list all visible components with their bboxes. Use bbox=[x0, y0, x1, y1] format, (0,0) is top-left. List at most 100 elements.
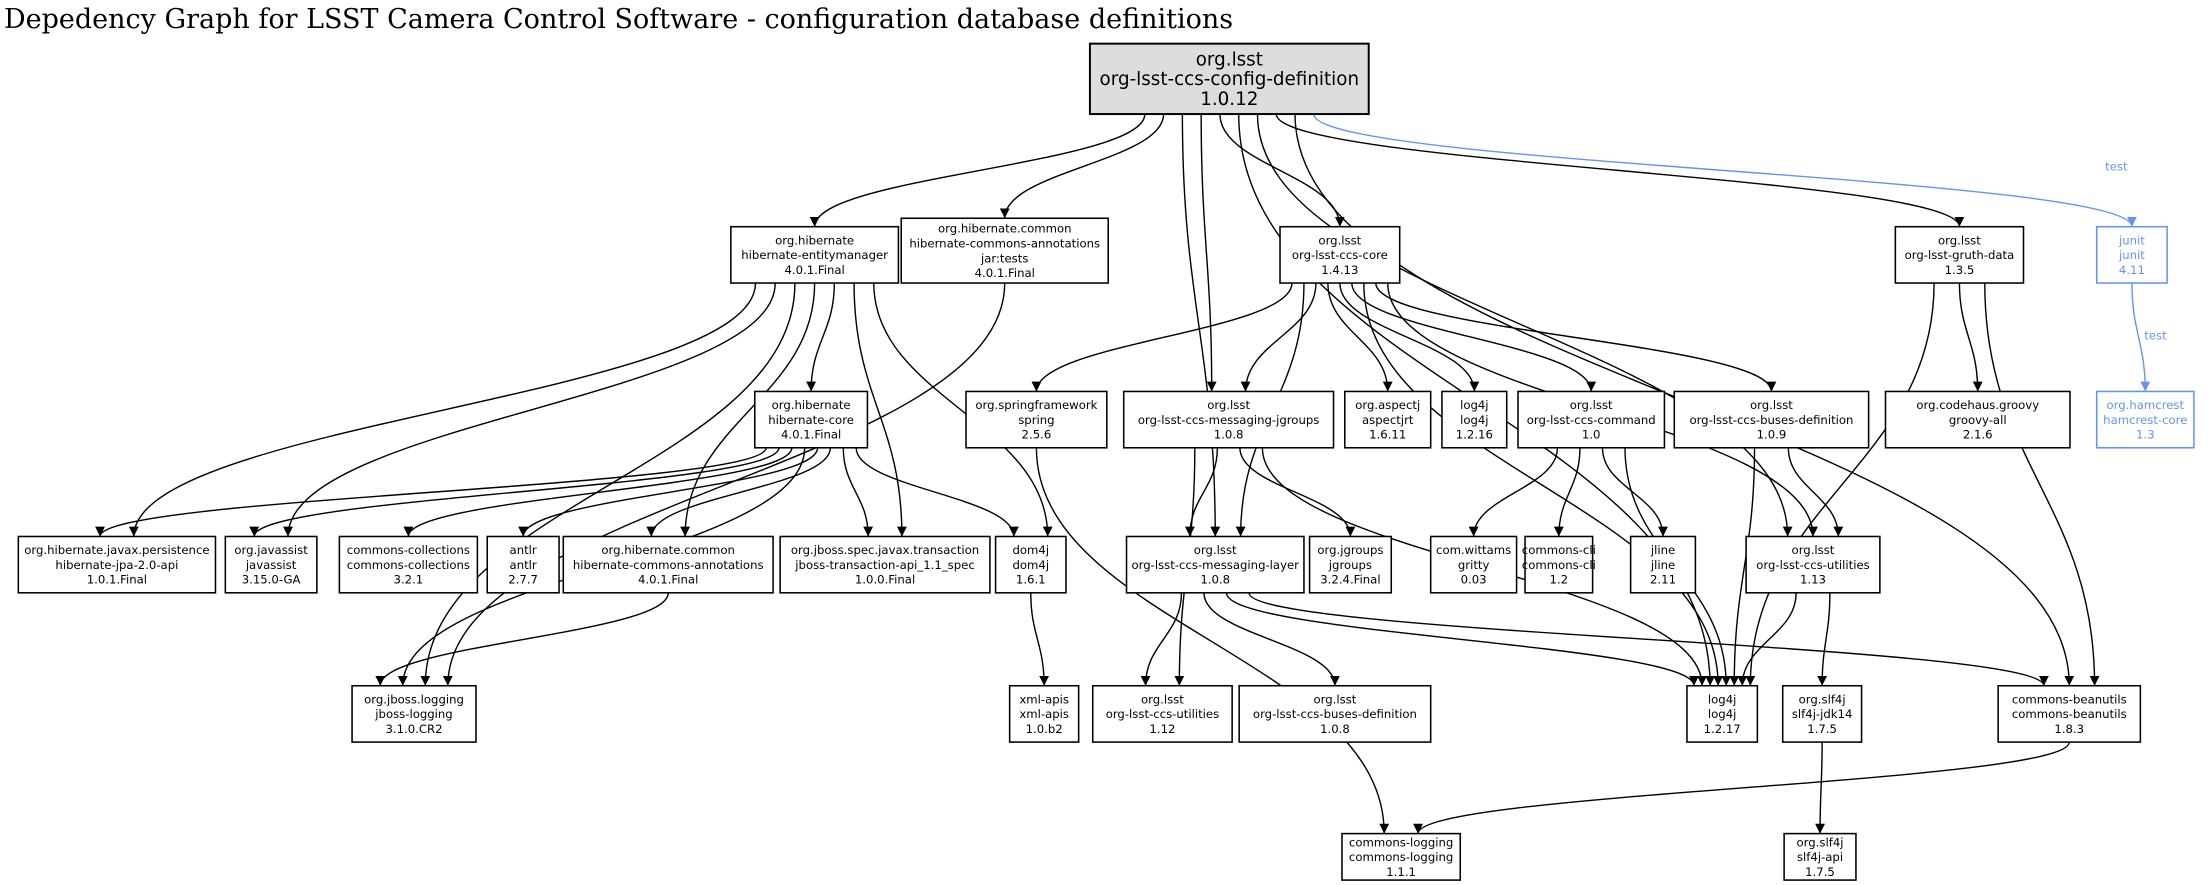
edge-msglayer-to-beanutils bbox=[1248, 592, 2049, 687]
node-jta: org.jboss.spec.javax.transactionjboss-tr… bbox=[779, 535, 991, 594]
node-label-line: dom4j bbox=[1012, 558, 1049, 572]
edge-jgroups_msg-to-msglayer bbox=[1184, 447, 1219, 537]
node-label-line: commons-cli bbox=[1522, 558, 1596, 572]
node-box bbox=[1673, 390, 1870, 449]
node-label-line: org.lsst bbox=[1938, 233, 1981, 247]
edge-command-to-cli bbox=[1553, 447, 1581, 537]
node-label-line: org.codehaus.groovy bbox=[1916, 398, 2039, 412]
node-label-line: 2.5.6 bbox=[1022, 428, 1052, 442]
node-box bbox=[965, 390, 1108, 449]
node-label-line: org.lsst bbox=[1207, 398, 1250, 412]
edge-gruth-to-log4j17 bbox=[1745, 283, 1935, 686]
node-label-line: jar:tests bbox=[980, 251, 1028, 265]
node-box bbox=[1781, 684, 1863, 743]
node-box bbox=[1125, 535, 1305, 594]
node-label-line: 1.0.8 bbox=[1200, 573, 1230, 587]
node-label-line: 1.3 bbox=[2136, 428, 2155, 442]
edge-core-to-log4j17 bbox=[1363, 283, 1724, 686]
edge-entitymanager-to-jbosslog bbox=[420, 283, 796, 686]
node-box bbox=[1629, 535, 1697, 594]
node-label-line: 1.8.3 bbox=[2054, 722, 2084, 736]
node-label-line: log4j bbox=[1460, 413, 1488, 427]
node-label-line: 1.6.11 bbox=[1369, 428, 1406, 442]
node-box bbox=[1122, 390, 1335, 449]
node-label-line: spring bbox=[1018, 413, 1054, 427]
node-box bbox=[1745, 535, 1881, 594]
node-label-line: org-lsst-gruth-data bbox=[1905, 248, 2015, 262]
node-box bbox=[562, 535, 774, 594]
edge-junit-to-hamcrest bbox=[2131, 283, 2151, 392]
node-label-line: com.wittams bbox=[1436, 543, 1511, 557]
node-box bbox=[1997, 684, 2142, 743]
node-label-line: org.javassist bbox=[234, 543, 308, 557]
node-label-line: 1.12 bbox=[1149, 722, 1175, 736]
edge-slf4jjdk-to-slf4japi bbox=[1815, 742, 1825, 834]
edge-entitymanager-to-hcore bbox=[806, 283, 836, 392]
node-label-line: 1.13 bbox=[1800, 573, 1826, 587]
node-label-line: commons-logging bbox=[1349, 835, 1453, 849]
edge-entitymanager-to-dom4j bbox=[873, 283, 1053, 537]
node-box bbox=[1341, 832, 1462, 881]
node-label-line: hibernate-jpa-2.0-api bbox=[55, 558, 178, 572]
edge-gruth-to-groovy bbox=[1958, 283, 1983, 392]
edge-core-to-command bbox=[1351, 282, 1597, 392]
node-box bbox=[1429, 535, 1518, 594]
node-label-line: 1.7.5 bbox=[1805, 865, 1835, 879]
node-buses108: org.lsstorg-lsst-ccs-buses-definition1.0… bbox=[1238, 684, 1432, 743]
node-label-line: 1.0.12 bbox=[1200, 89, 1258, 110]
edge-root-to-msglayer bbox=[1181, 114, 1221, 537]
edge-dom4j-to-xmlapis bbox=[1030, 592, 1050, 686]
node-root: org.lsstorg-lsst-ccs-config-definition1.… bbox=[1088, 42, 1370, 116]
edge-gruth-to-beanutils bbox=[1984, 283, 2100, 686]
node-label-line: aspectjrt bbox=[1362, 413, 1414, 427]
node-label-line: 1.0.8 bbox=[1214, 428, 1244, 442]
node-label-line: 4.0.1.Final bbox=[975, 266, 1035, 280]
edge-msglayer-to-buses108 bbox=[1203, 592, 1340, 686]
node-box bbox=[900, 217, 1109, 284]
node-label-line: 1.2 bbox=[1550, 573, 1569, 587]
node-label-line: 1.2.16 bbox=[1456, 428, 1493, 442]
node-box bbox=[338, 535, 479, 594]
node-label-line: org.jboss.spec.javax.transaction bbox=[791, 543, 979, 557]
node-box bbox=[1279, 225, 1401, 284]
node-label-line: org.hibernate.common bbox=[938, 222, 1072, 236]
node-label-line: commons-collections bbox=[347, 543, 470, 557]
node-label-line: antlr bbox=[510, 543, 537, 557]
node-label-line: org.lsst bbox=[1141, 692, 1184, 706]
edge-util113-to-log4j17 bbox=[1737, 592, 1797, 686]
graph-title: Depedency Graph for LSST Camera Control … bbox=[4, 4, 1234, 35]
node-box bbox=[17, 535, 217, 594]
node-box bbox=[1517, 390, 1666, 449]
node-box bbox=[1238, 684, 1432, 743]
node-label-line: org-lsst-ccs-buses-definition bbox=[1253, 707, 1417, 721]
node-box bbox=[994, 535, 1067, 594]
edge-spring-to-clogging bbox=[1035, 447, 1390, 834]
node-label-line: 3.15.0-GA bbox=[242, 573, 301, 587]
node-box bbox=[1441, 390, 1508, 449]
node-box bbox=[1088, 42, 1370, 116]
node-label-line: org-lsst-ccs-utilities bbox=[1756, 558, 1869, 572]
edge-root-to-hca_tests bbox=[999, 114, 1165, 219]
edge-root-to-gruth bbox=[1275, 113, 1965, 227]
node-label-line: 1.2.17 bbox=[1704, 722, 1741, 736]
edge-hcore-to-jpa bbox=[95, 447, 767, 537]
node-label-line: jline bbox=[1650, 558, 1675, 572]
node-label-line: commons-beanutils bbox=[2012, 707, 2127, 721]
node-label-line: 1.4.13 bbox=[1321, 263, 1358, 277]
node-label-line: slf4j-api bbox=[1797, 850, 1843, 864]
node-label-line: 0.03 bbox=[1461, 573, 1487, 587]
edge-entitymanager-to-hca bbox=[680, 283, 816, 537]
node-label-line: xml-apis bbox=[1019, 707, 1069, 721]
node-label-line: 1.0.b2 bbox=[1026, 722, 1063, 736]
node-label-line: hibernate-commons-annotations bbox=[573, 558, 764, 572]
edge-core-to-aspectj bbox=[1327, 283, 1393, 392]
node-label-line: 1.7.5 bbox=[1807, 722, 1837, 736]
node-label-line: org.lsst bbox=[1750, 398, 1793, 412]
